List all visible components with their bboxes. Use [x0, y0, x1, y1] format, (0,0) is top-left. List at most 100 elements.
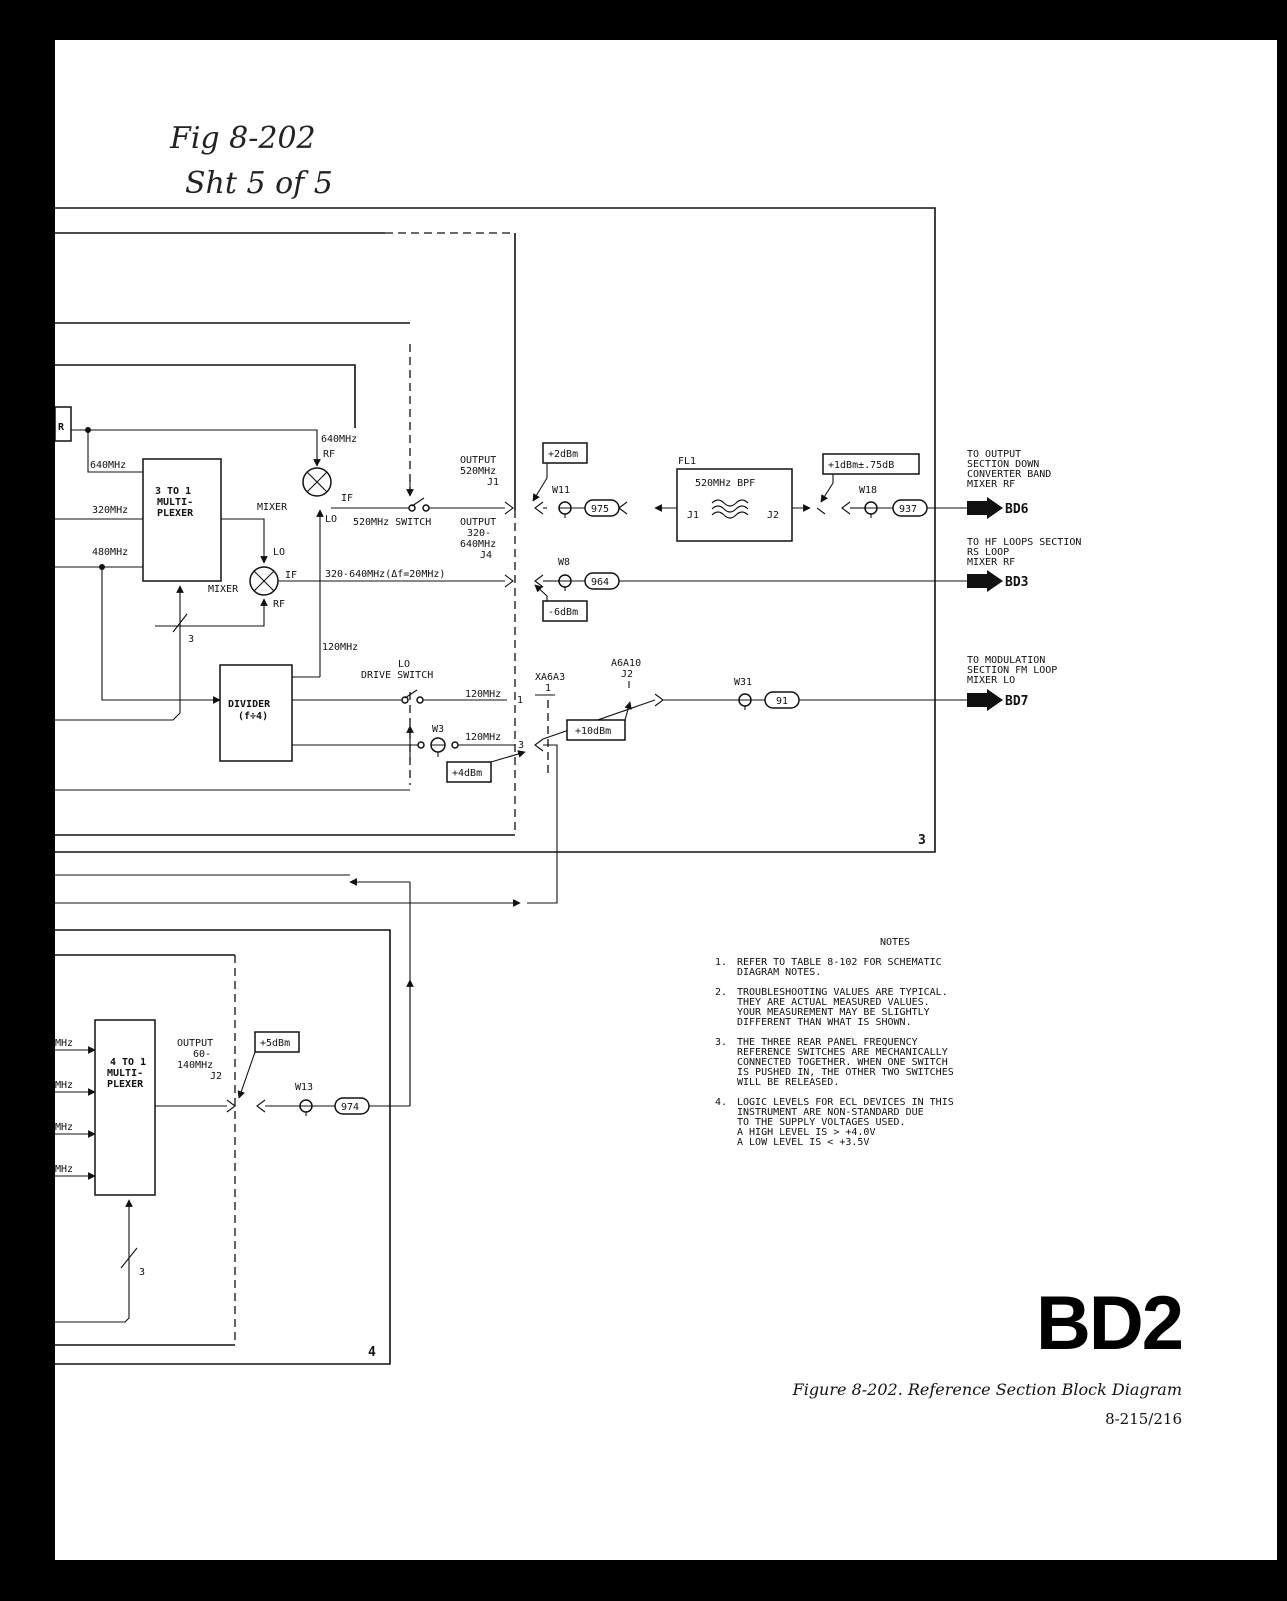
svg-text:MIXER RF: MIXER RF: [967, 479, 1015, 490]
note-text: REFER TO TABLE 8-102 FOR SCHEMATIC DIAGR…: [737, 957, 942, 978]
section-3: 3 R 640MHz 640MHz 320MHz 480MHz 3 TO 1 M…: [55, 207, 967, 853]
svg-text:J1: J1: [687, 510, 699, 521]
schematic-sheet: Fig 8-202 Sht 5 of 5 3 R 640MHz 640MHz 3…: [55, 40, 1277, 1560]
svg-text:3: 3: [518, 740, 524, 751]
svg-text:IF: IF: [341, 493, 353, 504]
svg-text:BD6: BD6: [1005, 502, 1029, 517]
section-3-number: 3: [918, 833, 926, 848]
svg-text:-6dBm: -6dBm: [548, 607, 578, 618]
svg-text:OUTPUT: OUTPUT: [177, 1038, 213, 1049]
svg-text:J2: J2: [210, 1071, 222, 1082]
svg-text:J4: J4: [480, 550, 492, 561]
svg-text:MIXER: MIXER: [208, 584, 239, 595]
svg-text:MHz: MHz: [55, 1164, 73, 1175]
svg-text:OUTPUT: OUTPUT: [460, 455, 496, 466]
svg-text:TO MODULATION: TO MODULATION: [967, 655, 1045, 666]
note-number: 4.: [715, 1097, 728, 1108]
note-number: 2.: [715, 987, 728, 998]
svg-text:937: 937: [899, 504, 917, 515]
section-4: 4 MHz MHz MHz MHz 4 TO 1 MULTI- PLEXER O…: [55, 929, 410, 1365]
svg-text:640MHz: 640MHz: [90, 460, 126, 471]
note-text: LOGIC LEVELS FOR ECL DEVICES IN THIS INS…: [737, 1097, 954, 1148]
svg-text:MULTI-: MULTI-: [157, 497, 193, 508]
svg-text:SECTION DOWN: SECTION DOWN: [967, 459, 1039, 470]
svg-text:+4dBm: +4dBm: [452, 768, 482, 779]
note-3: 3. THE THREE REAR PANEL FREQUENCY REFERE…: [715, 1038, 1075, 1088]
svg-text:120MHz: 120MHz: [322, 642, 358, 653]
svg-text:W8: W8: [558, 557, 570, 568]
handwritten-sheet-ref: Sht 5 of 5: [185, 166, 333, 201]
svg-text:IF: IF: [285, 570, 297, 581]
destination-bd7: TO MODULATION SECTION FM LOOP MIXER LO B…: [967, 655, 1057, 711]
svg-text:W13: W13: [295, 1082, 313, 1093]
svg-text:120MHz: 120MHz: [465, 732, 501, 743]
svg-text:J1: J1: [487, 477, 499, 488]
mux-3-to-1: [142, 458, 222, 582]
svg-text:91: 91: [776, 696, 788, 707]
svg-text:320MHz: 320MHz: [92, 505, 128, 516]
svg-text:640MHz: 640MHz: [460, 539, 496, 550]
svg-text:LO: LO: [398, 659, 410, 670]
svg-text:1: 1: [517, 695, 523, 706]
svg-text:3: 3: [188, 634, 194, 645]
svg-text:MHz: MHz: [55, 1122, 73, 1133]
svg-text:975: 975: [591, 504, 609, 515]
notes-block: NOTES 1. REFER TO TABLE 8-102 FOR SCHEMA…: [715, 938, 1075, 1158]
svg-text:3 TO 1: 3 TO 1: [155, 486, 191, 497]
note-number: 3.: [715, 1037, 728, 1048]
svg-text:J2: J2: [767, 510, 779, 521]
svg-text:MIXER: MIXER: [257, 502, 288, 513]
svg-text:W31: W31: [734, 677, 752, 688]
divider-block: [219, 664, 293, 762]
note-number: 1.: [715, 957, 728, 968]
svg-text:320-640MHz(Δf=20MHz): 320-640MHz(Δf=20MHz): [325, 569, 445, 580]
mux-4-to-1: [94, 1019, 156, 1196]
note-text: TROUBLESHOOTING VALUES ARE TYPICAL. THEY…: [737, 987, 948, 1028]
svg-text:RF: RF: [273, 599, 285, 610]
bpf-fl1: [676, 468, 793, 542]
svg-text:4 TO 1: 4 TO 1: [110, 1057, 146, 1068]
svg-text:+2dBm: +2dBm: [548, 449, 578, 460]
block-diagram: Fig 8-202 Sht 5 of 5 3 R 640MHz 640MHz 3…: [55, 121, 1081, 1365]
note-1: 1. REFER TO TABLE 8-102 FOR SCHEMATIC DI…: [715, 958, 1075, 978]
svg-text:120MHz: 120MHz: [465, 689, 501, 700]
svg-text:974: 974: [341, 1102, 359, 1113]
svg-text:MHz: MHz: [55, 1080, 73, 1091]
svg-text:J2: J2: [621, 669, 633, 680]
svg-text:W3: W3: [432, 724, 444, 735]
svg-text:520MHz SWITCH: 520MHz SWITCH: [353, 517, 431, 528]
svg-text:W11: W11: [552, 485, 570, 496]
notes-title: NOTES: [879, 937, 911, 948]
note-4: 4. LOGIC LEVELS FOR ECL DEVICES IN THIS …: [715, 1098, 1075, 1148]
handwritten-figure-ref: Fig 8-202: [169, 121, 316, 156]
svg-text:BD3: BD3: [1005, 575, 1028, 590]
destination-bd3: TO HF LOOPS SECTION RS LOOP MIXER RF BD3: [967, 537, 1081, 592]
svg-text:MIXER RF: MIXER RF: [967, 557, 1015, 568]
svg-text:MULTI-: MULTI-: [107, 1068, 143, 1079]
svg-text:520MHz BPF: 520MHz BPF: [695, 478, 755, 489]
svg-text:(f÷4): (f÷4): [238, 711, 268, 722]
svg-text:60-: 60-: [193, 1049, 211, 1060]
svg-text:XA6A3: XA6A3: [535, 672, 565, 683]
svg-text:DIVIDER: DIVIDER: [228, 699, 271, 710]
section-4-number: 4: [368, 1345, 376, 1360]
svg-text:480MHz: 480MHz: [92, 547, 128, 558]
svg-text:CONVERTER BAND: CONVERTER BAND: [967, 469, 1051, 480]
svg-text:+10dBm: +10dBm: [575, 726, 611, 737]
svg-text:1: 1: [545, 683, 551, 694]
note-text: THE THREE REAR PANEL FREQUENCY REFERENCE…: [737, 1037, 954, 1088]
svg-text:964: 964: [591, 577, 609, 588]
svg-text:LO: LO: [273, 547, 285, 558]
svg-text:TO HF LOOPS SECTION: TO HF LOOPS SECTION: [967, 537, 1081, 548]
svg-text:MIXER LO: MIXER LO: [967, 675, 1015, 686]
diagram-code: BD2: [1035, 1281, 1184, 1366]
section-4-border: [55, 929, 391, 1365]
destination-bd6: TO OUTPUT SECTION DOWN CONVERTER BAND MI…: [967, 449, 1051, 519]
svg-text:+1dBm±.75dB: +1dBm±.75dB: [828, 460, 894, 471]
svg-text:A6A10: A6A10: [611, 658, 641, 669]
svg-text:PLEXER: PLEXER: [107, 1079, 144, 1090]
svg-text:TO OUTPUT: TO OUTPUT: [967, 449, 1021, 460]
svg-text:MHz: MHz: [55, 1038, 73, 1049]
svg-text:OUTPUT: OUTPUT: [460, 517, 496, 528]
svg-text:FL1: FL1: [678, 456, 696, 467]
